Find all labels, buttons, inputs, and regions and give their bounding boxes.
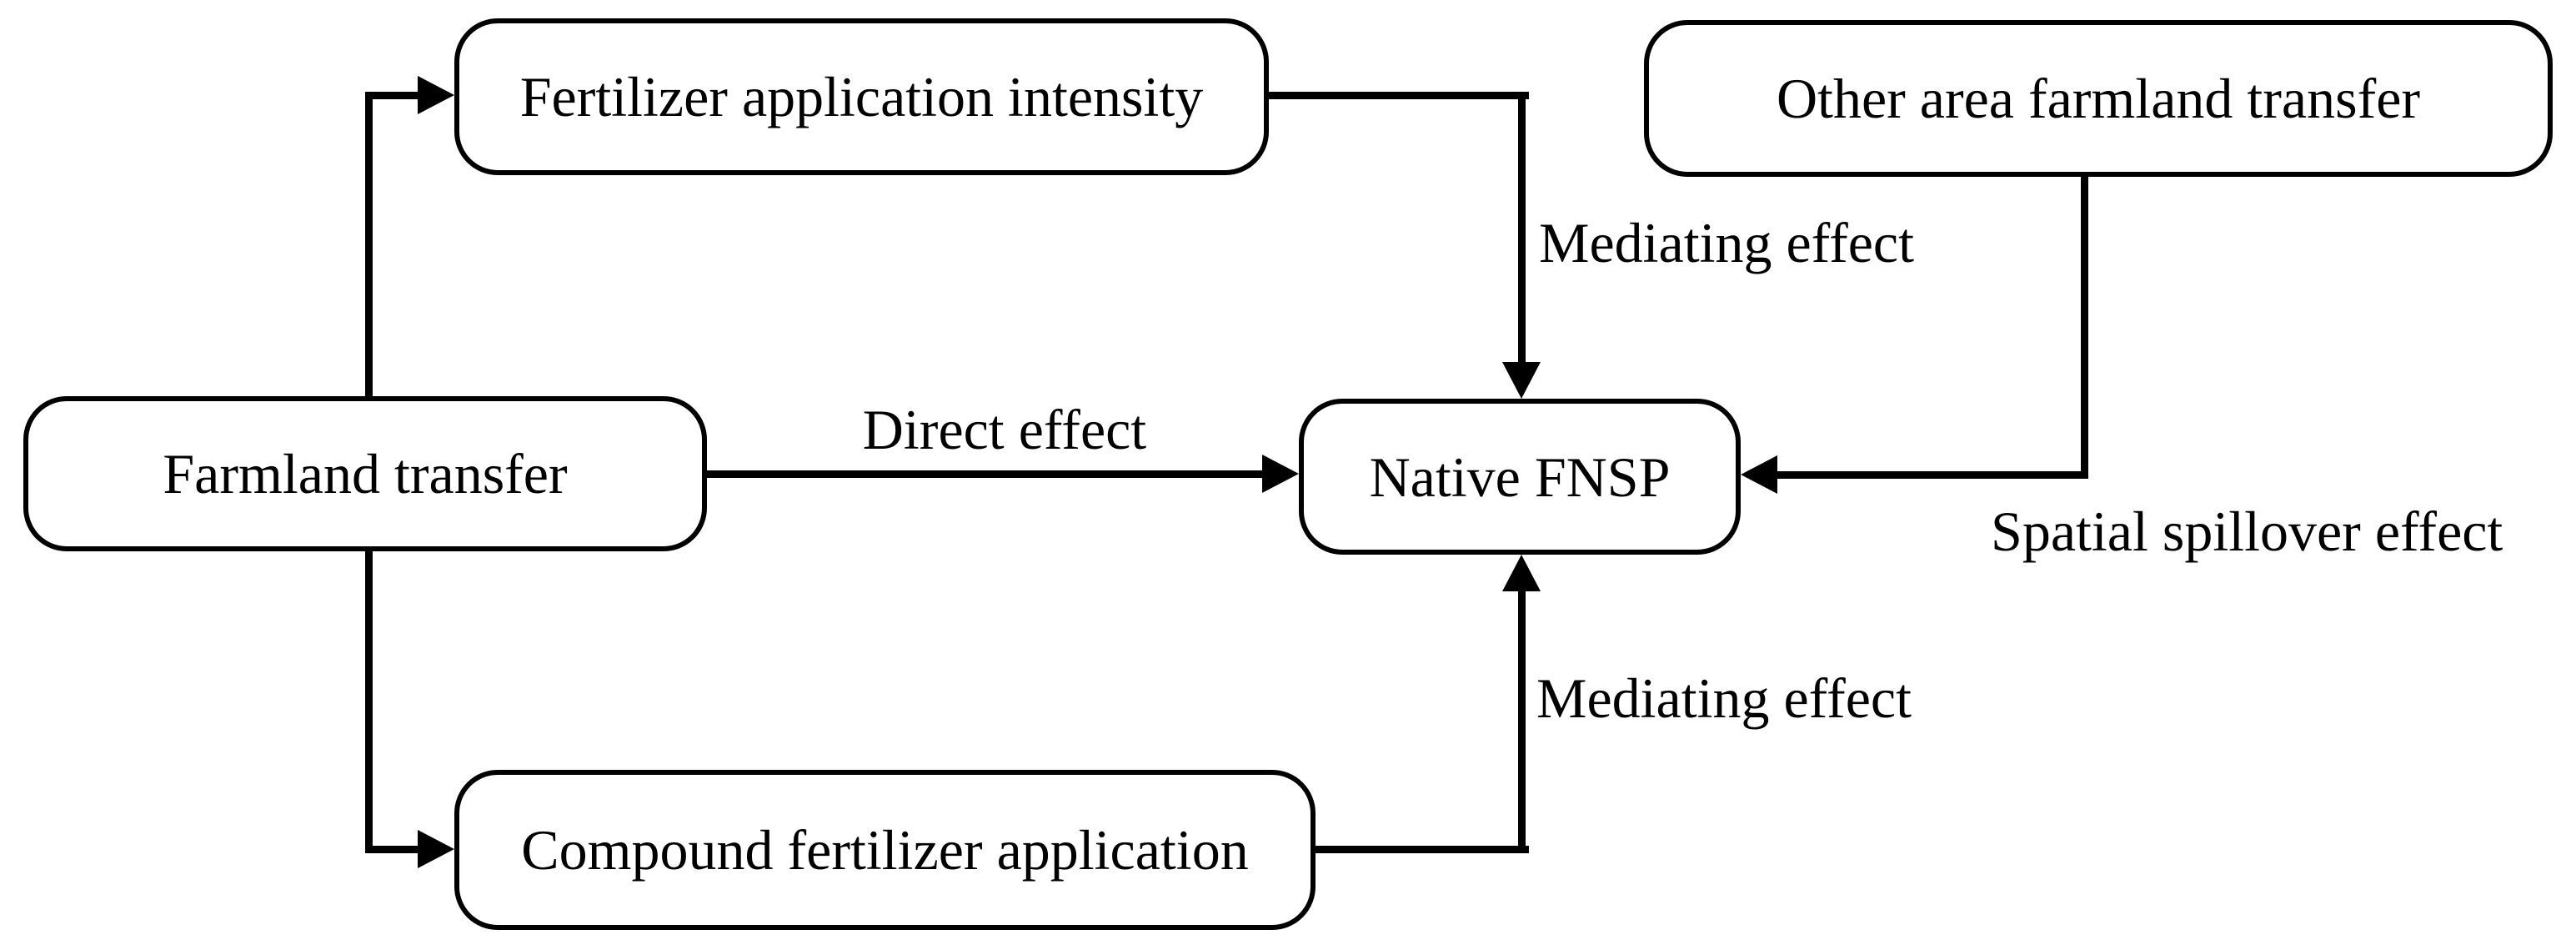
edge-label-direct-effect: Direct effect (862, 398, 1147, 461)
edge-farmland-to-compound-vertical-segment (365, 548, 373, 853)
node-native-fnsp-label: Native FNSP (1369, 445, 1671, 509)
edge-direct-effect-arrowhead (1262, 455, 1299, 493)
node-fertilizer-application-intensity: Fertilizer application intensity (454, 18, 1269, 175)
edge-farmland-to-fertilizer-vertical-segment (365, 92, 373, 400)
node-farmland-transfer-label: Farmland transfer (163, 442, 568, 505)
edge-fertilizer-to-native-arrowhead (1502, 362, 1541, 399)
edge-label-mediating-effect-top: Mediating effect (1539, 211, 1915, 274)
edge-farmland-to-compound-arrowhead (418, 830, 454, 868)
edge-other-area-to-native-arrowhead (1741, 455, 1777, 494)
node-compound-fertilizer-application: Compound fertilizer application (454, 770, 1316, 930)
node-farmland-transfer: Farmland transfer (23, 396, 707, 551)
edge-farmland-to-fertilizer-arrowhead (418, 76, 454, 114)
edge-other-area-to-native-horizontal-segment (1775, 471, 2088, 479)
node-other-area-farmland-transfer: Other area farmland transfer (1644, 20, 2553, 177)
edge-direct-effect-horizontal-segment (705, 470, 1265, 478)
edge-other-area-to-native-vertical-segment (2081, 173, 2088, 479)
edge-farmland-to-fertilizer-horizontal-segment (365, 92, 420, 99)
node-other-area-farmland-transfer-label: Other area farmland transfer (1776, 67, 2421, 130)
node-native-fnsp: Native FNSP (1299, 399, 1741, 555)
edge-label-mediating-effect-bottom: Mediating effect (1536, 666, 1912, 730)
edge-label-spatial-spillover-effect: Spatial spillover effect (1991, 500, 2503, 563)
node-fertilizer-application-intensity-label: Fertilizer application intensity (519, 65, 1204, 128)
edge-compound-to-native-vertical-segment (1518, 590, 1526, 853)
edge-fertilizer-to-native-horizontal-segment (1265, 92, 1529, 99)
edge-farmland-to-compound-horizontal-segment (365, 846, 420, 853)
edge-compound-to-native-horizontal-segment (1312, 846, 1529, 853)
edge-compound-to-native-arrowhead (1502, 555, 1541, 591)
edge-fertilizer-to-native-vertical-segment (1518, 92, 1526, 364)
node-compound-fertilizer-application-label: Compound fertilizer application (521, 818, 1249, 882)
